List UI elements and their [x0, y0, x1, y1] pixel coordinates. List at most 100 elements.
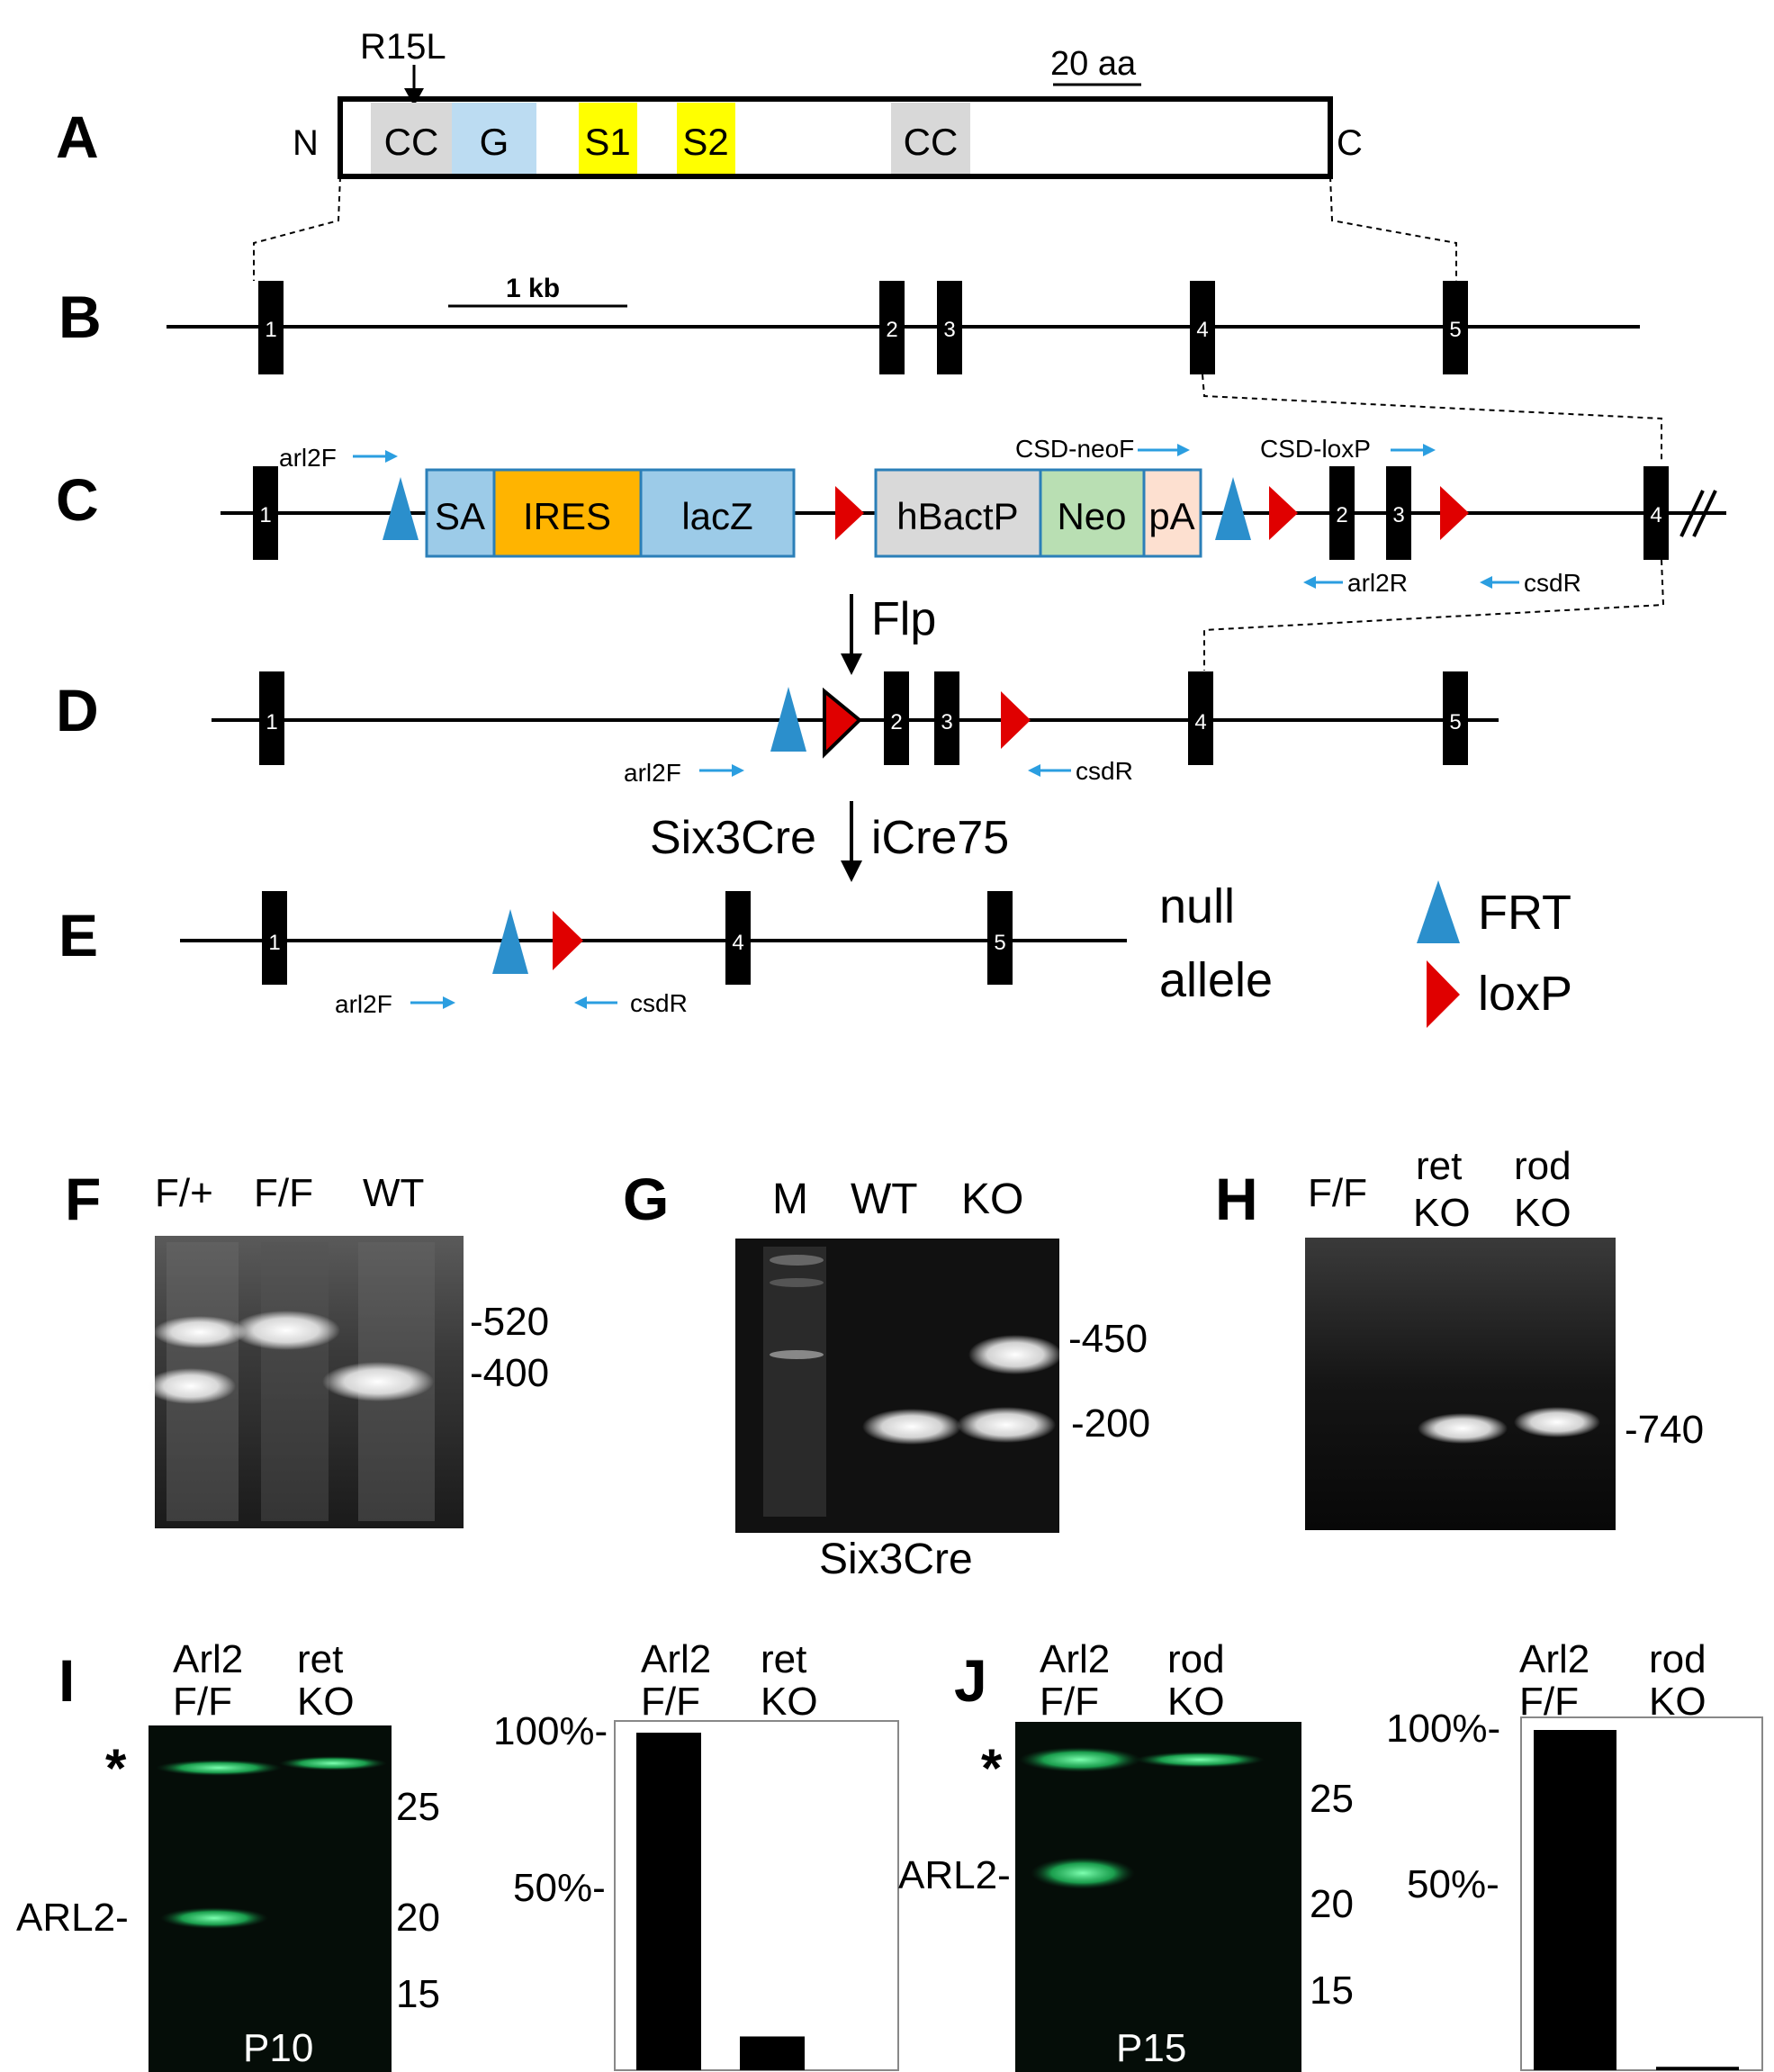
mutation-label: R15L [360, 27, 446, 67]
gel-f-marker-400: -400 [470, 1351, 549, 1395]
western-j-image [1015, 1722, 1301, 2072]
n-terminus-label: N [293, 123, 319, 163]
gel-f-lane-1: F/+ [155, 1171, 213, 1215]
panel-label-h: H [1215, 1166, 1258, 1232]
chart-i-ytick-100: 100%- [493, 1709, 608, 1753]
c-terminus-label: C [1337, 123, 1363, 163]
gel-g-ladder-band-2 [770, 1278, 824, 1287]
primer-csdr-c-arrowhead [1480, 576, 1492, 589]
protein-scale-label: 20 aa [1050, 45, 1137, 83]
gel-f-lane-2: F/F [254, 1171, 313, 1215]
gel-f-band-520-lane2 [232, 1311, 340, 1350]
e-exon-4 [725, 891, 751, 985]
cassette-hbactp-label: hBactP [896, 495, 1018, 537]
western-i-lane-2-line2: KO [297, 1680, 355, 1724]
western-i-age: P10 [243, 2026, 313, 2070]
cre-arrow-head [841, 860, 862, 882]
chart-i-cat-2-line1: ret [761, 1637, 806, 1681]
exon-3 [937, 281, 962, 374]
gel-g-ladder-smear [763, 1247, 826, 1517]
gel-h: F/F ret KO rod KO -740 [1305, 1144, 1704, 1530]
bar-chart-j: Arl2 F/F rod KO 100%- 50%- [1386, 1637, 1763, 2071]
chart-i-cat-1-line2: F/F [641, 1680, 700, 1724]
gel-f-lane-smear-2 [261, 1242, 329, 1521]
panel-label-d: D [56, 677, 99, 743]
d-exon-1 [259, 671, 284, 765]
bar-chart-i: Arl2 F/F ret KO 100%- 50%- [493, 1637, 899, 2071]
d-loxp-site-2 [1001, 691, 1031, 749]
panel-label-b: B [59, 284, 102, 350]
gene-structure: 1 kb 1 2 3 4 5 [167, 274, 1662, 464]
gel-f-marker-520: -520 [470, 1300, 549, 1344]
chart-j-cat-2-line1: rod [1649, 1637, 1706, 1681]
c-exon-1-label: 1 [259, 503, 271, 527]
d-exon-2 [884, 671, 909, 765]
gel-g-marker-200: -200 [1071, 1401, 1150, 1446]
d-exon-2-label: 2 [890, 710, 902, 734]
western-j-mw-25: 25 [1310, 1777, 1354, 1821]
d-primer-csdr-label: csdR [1076, 757, 1133, 785]
d-exon-5 [1443, 671, 1468, 765]
d-exon-3-label: 3 [941, 710, 952, 734]
western-i: Arl2 F/F ret KO * ARL2- 25 20 15 P10 [16, 1637, 440, 2072]
frt-site-1 [383, 477, 419, 540]
c-exon-4-label: 4 [1650, 503, 1661, 527]
domain-cc-1 [371, 103, 452, 175]
western-i-lane-2-line1: ret [297, 1637, 343, 1681]
legend: FRT loxP [1417, 880, 1572, 1028]
gel-f-lane-3: WT [363, 1171, 424, 1215]
domain-g-label: G [480, 121, 509, 163]
e-primer-csdr-arrowhead [574, 996, 587, 1009]
primer-arl2f-arrowhead [385, 450, 398, 463]
e-exon-5 [987, 891, 1013, 985]
western-j: Arl2 F/F rod KO * ARL2- 25 20 15 P15 [898, 1637, 1354, 2072]
exon-2 [879, 281, 905, 374]
primer-arl2r-label: arl2R [1347, 569, 1408, 597]
western-j-lane-2-line1: rod [1167, 1637, 1225, 1681]
connector-b-c [1202, 374, 1662, 464]
western-i-image [149, 1725, 392, 2072]
panel-label-f: F [65, 1166, 101, 1232]
exon-1 [258, 281, 284, 374]
domain-s1 [579, 103, 637, 175]
western-i-band-star-lane1 [156, 1760, 282, 1776]
western-i-band-star-lane2 [279, 1756, 387, 1770]
chart-j-cat-1-line1: Arl2 [1519, 1637, 1589, 1681]
chart-j-ytick-50: 50%- [1407, 1862, 1499, 1906]
gel-h-lane-2-line2: KO [1413, 1191, 1471, 1235]
c-exon-2 [1329, 466, 1355, 560]
primer-csdr-c-label: csdR [1524, 569, 1581, 597]
e-loxp-site [553, 911, 583, 970]
e-exon-1 [262, 891, 287, 985]
d-frt-site [770, 687, 806, 752]
western-i-protein-label: ARL2- [16, 1896, 129, 1940]
gel-f: F/+ F/F WT -520 -400 [146, 1171, 549, 1528]
gel-h-lane-3-line2: KO [1514, 1191, 1571, 1235]
gel-g: M WT KO -450 -200 Six3Cre [735, 1176, 1150, 1583]
domain-cc-2-label: CC [904, 121, 959, 163]
gel-h-image [1305, 1238, 1616, 1530]
loxp-site-3 [1440, 486, 1469, 540]
domain-cc-2 [891, 103, 970, 175]
d-exon-4 [1188, 671, 1213, 765]
exon-2-label: 2 [886, 318, 897, 342]
protein-outline [338, 96, 1333, 179]
cre-icre75-label: iCre75 [871, 812, 1009, 864]
exon-5 [1443, 281, 1468, 374]
panel-label-j: J [954, 1647, 987, 1714]
cassette-neo-label: Neo [1057, 495, 1126, 537]
panel-label-i: I [59, 1647, 75, 1714]
gel-f-band-400-lane1 [146, 1368, 236, 1404]
exon-3-label: 3 [943, 318, 955, 342]
d-primer-arl2f-label: arl2F [624, 759, 681, 787]
western-j-mw-20: 20 [1310, 1882, 1354, 1926]
domain-g [452, 103, 536, 175]
legend-loxp-icon [1427, 960, 1460, 1028]
primer-arl2r-arrowhead [1303, 576, 1316, 589]
gel-h-band-retko [1418, 1413, 1508, 1444]
legend-frt-label: FRT [1478, 886, 1571, 940]
connector-c-d [1203, 559, 1665, 671]
e-primer-arl2f-arrowhead [443, 996, 455, 1009]
cassette-lacz [639, 468, 796, 558]
c-exon-2-label: 2 [1336, 503, 1347, 527]
